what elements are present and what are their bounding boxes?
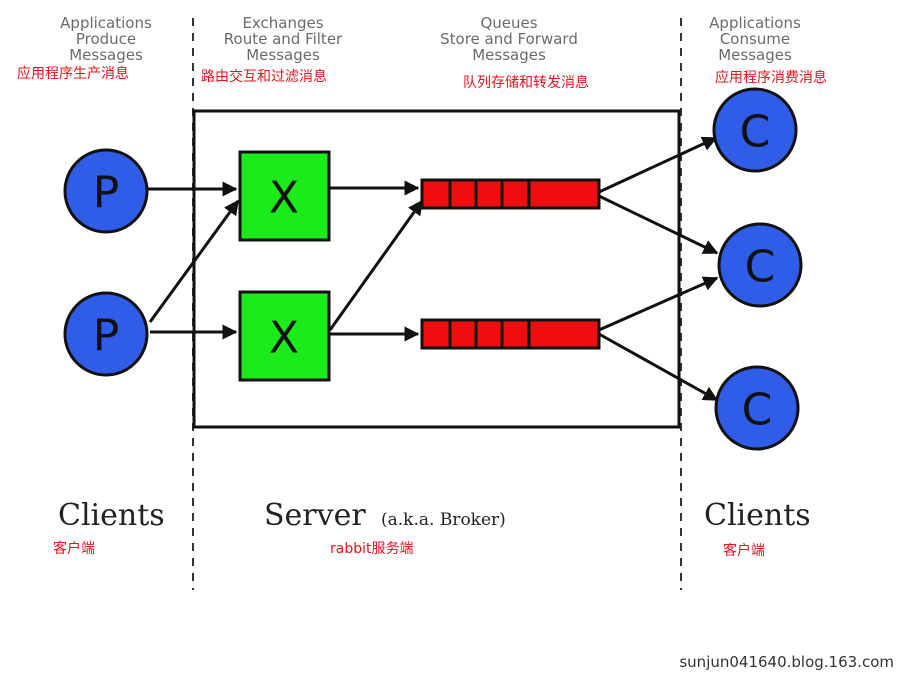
arrow-q1-c2	[598, 194, 719, 255]
arrow-x2-q1	[328, 199, 424, 331]
queues-heading: Queues Store and Forward Messages	[440, 14, 578, 64]
svg-text:Messages: Messages	[246, 46, 320, 64]
server-label: Server	[264, 498, 366, 533]
svg-text:C: C	[740, 107, 771, 158]
watermark: sunjun041640.blog.163.com	[679, 653, 894, 671]
svg-text:Applications: Applications	[709, 14, 801, 32]
svg-text:Messages: Messages	[472, 46, 546, 64]
right-clients-note: 客户端	[723, 542, 765, 559]
arrow-p2-x1	[148, 199, 240, 323]
svg-text:Messages: Messages	[69, 46, 143, 64]
queue-1	[420, 178, 601, 210]
svg-text:Store and Forward: Store and Forward	[440, 30, 578, 48]
consumer-node-3: C	[714, 365, 800, 451]
consumers-heading: Applications Consume Messages	[709, 14, 801, 64]
server-note: rabbit服务端	[330, 541, 414, 557]
svg-text:P: P	[93, 311, 120, 362]
exchanges-heading: Exchanges Route and Filter Messages	[224, 14, 343, 64]
svg-text:Produce: Produce	[76, 30, 136, 48]
consumer-node-1: C	[712, 87, 798, 173]
svg-text:C: C	[742, 385, 773, 436]
server-aka-label: (a.k.a. Broker)	[381, 510, 506, 530]
queue-2	[420, 318, 601, 350]
arrow-q2-c3	[598, 332, 719, 402]
svg-text:P: P	[93, 168, 120, 219]
svg-text:Queues: Queues	[480, 14, 537, 32]
arrow-q1-c1	[598, 136, 718, 194]
svg-text:X: X	[269, 173, 299, 224]
svg-text:Route and Filter: Route and Filter	[224, 30, 343, 48]
consumer-node-2: C	[717, 222, 803, 308]
exchange-node-2: X	[238, 290, 331, 382]
svg-text:Consume: Consume	[720, 30, 790, 48]
producer-node-1: P	[63, 148, 149, 234]
left-clients-label: Clients	[58, 498, 165, 533]
arrows	[148, 136, 719, 402]
producer-node-2: P	[63, 291, 149, 377]
queues-note: 队列存储和转发消息	[463, 74, 589, 91]
svg-text:X: X	[269, 313, 299, 364]
exchanges-note: 路由交互和过滤消息	[201, 68, 327, 85]
exchange-node-1: X	[238, 150, 331, 242]
svg-text:Applications: Applications	[60, 14, 152, 32]
producers-note: 应用程序生产消息	[17, 65, 129, 82]
right-clients-label: Clients	[704, 498, 811, 533]
svg-text:C: C	[745, 242, 776, 293]
consumers-note: 应用程序消费消息	[715, 69, 827, 86]
svg-text:Messages: Messages	[718, 46, 792, 64]
arrow-q2-c2	[598, 276, 719, 332]
svg-text:Exchanges: Exchanges	[242, 14, 323, 32]
producers-heading: Applications Produce Messages	[60, 14, 152, 64]
left-clients-note: 客户端	[53, 540, 95, 557]
